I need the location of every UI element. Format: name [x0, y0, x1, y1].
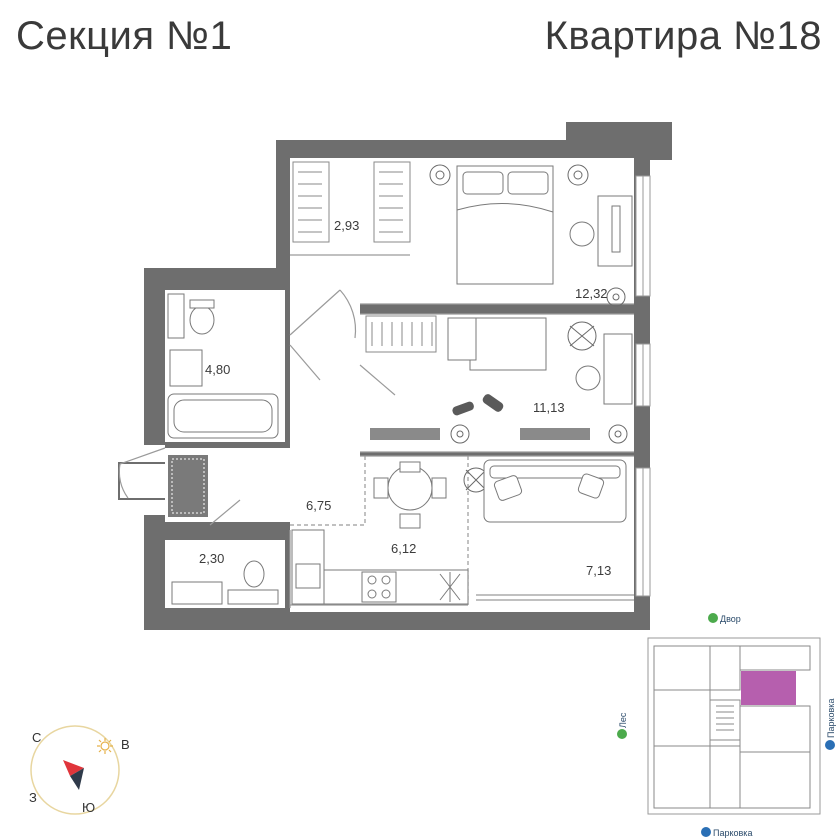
parking-icon-bottom: [701, 827, 711, 837]
area-room2: 11,13: [533, 400, 565, 415]
label-parking-bottom: Парковка: [713, 828, 752, 838]
compass-s: Ю: [82, 800, 95, 815]
apartment-title: Квартира №18: [544, 14, 822, 58]
forest-icon: [617, 729, 627, 739]
dining-table-icon: [373, 461, 447, 529]
apartment-highlight: [741, 671, 796, 705]
bathroom-fixtures: [167, 293, 279, 439]
section-title: Секция №1: [16, 14, 233, 58]
site-plan: Двор Лес Парковка Парковка: [617, 613, 836, 838]
area-hall: 6,75: [306, 498, 331, 513]
sofa-icon: [483, 459, 627, 523]
windows: [635, 175, 651, 597]
bed-icon: [447, 165, 554, 371]
compass-south-arrow: [70, 768, 84, 790]
kitchen-fixtures: [291, 529, 469, 605]
area-kitchen: 6,12: [391, 541, 416, 556]
label-yard: Двор: [720, 614, 741, 624]
label-forest: Лес: [618, 712, 628, 728]
bookshelf-rows: [370, 428, 590, 440]
closet-shelves: [292, 161, 437, 353]
rug-icon: [168, 455, 208, 517]
compass: С В З Ю: [29, 725, 130, 815]
compass-w: З: [29, 790, 37, 805]
area-wc: 2,30: [199, 551, 224, 566]
area-closet: 2,93: [334, 218, 359, 233]
compass-n: С: [32, 730, 41, 745]
sun-icon: [97, 738, 113, 754]
wc-fixtures: [171, 560, 279, 605]
compass-e: В: [121, 737, 130, 752]
area-living: 7,13: [586, 563, 611, 578]
compass-north-arrow: [63, 760, 84, 776]
label-parking-right: Парковка: [826, 699, 836, 738]
area-bathroom: 4,80: [205, 362, 230, 377]
area-bedroom: 12,32: [575, 286, 608, 301]
area-labels: 2,93 12,32 4,80 11,13 6,75 6,12 2,30 7,1…: [199, 218, 611, 578]
yard-icon: [708, 613, 718, 623]
partitions: [118, 254, 634, 608]
parking-icon-right: [825, 740, 835, 750]
toy-cars: [452, 394, 504, 416]
desk-icon: [569, 195, 633, 405]
